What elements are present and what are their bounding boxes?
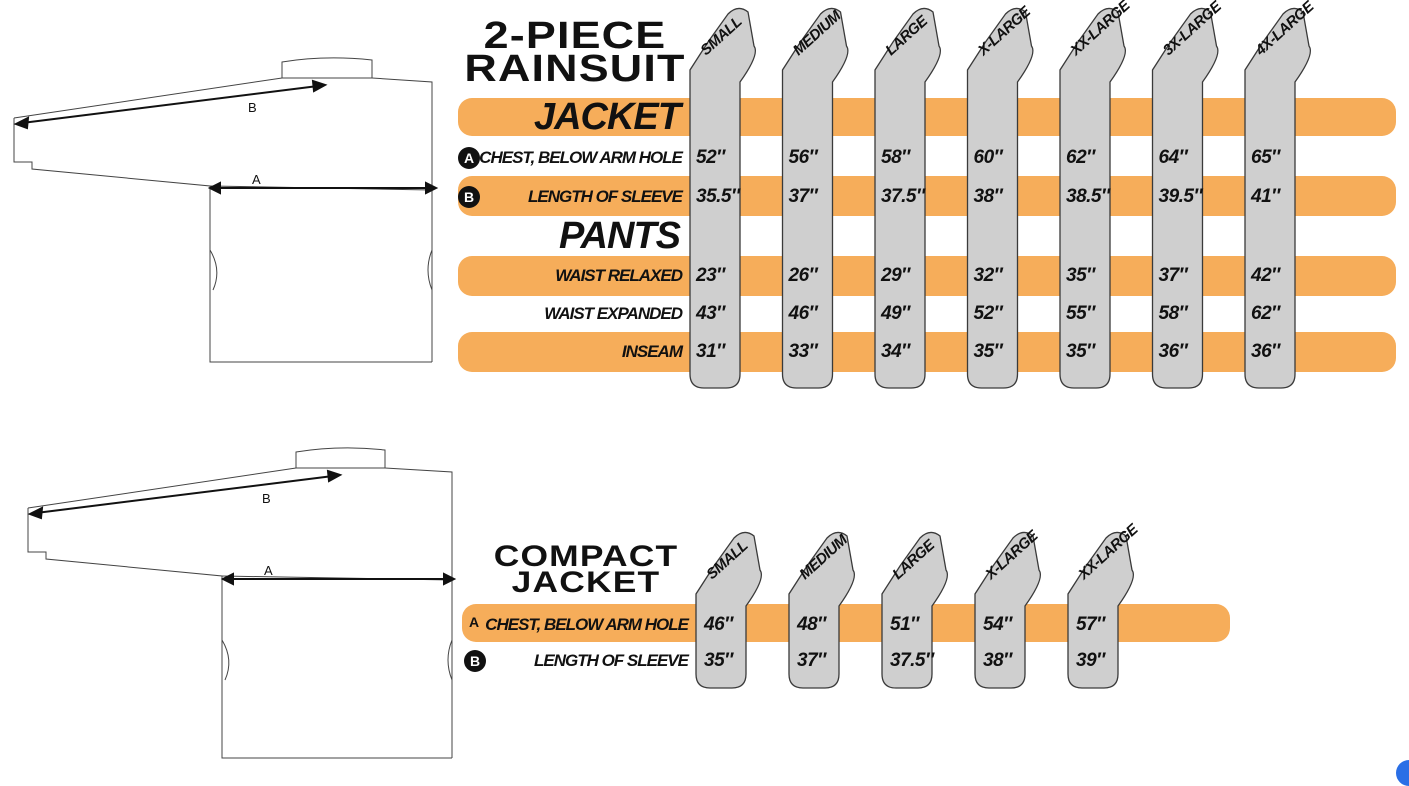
size-tab-medium [788, 531, 856, 689]
size-tab-small [695, 531, 763, 689]
value-cell: 55″ [1066, 303, 1095, 324]
size-tab-medium [781, 7, 849, 389]
value-cell: 48″ [797, 614, 826, 635]
compact-title-line1: COMPACT [493, 540, 679, 573]
size-tab-large [881, 531, 949, 689]
value-cell: 36″ [1158, 341, 1188, 362]
value-cell: 34″ [881, 341, 910, 362]
value-cell: 62″ [1066, 147, 1095, 168]
rainsuit-title: 2-PIECE RAINSUIT [451, 15, 699, 91]
size-tab-large [874, 7, 942, 389]
value-cell: 36″ [1251, 341, 1280, 362]
marker-a-rainsuit: A [458, 147, 480, 169]
diagram-b-letter: B [248, 100, 257, 115]
value-cell: 52″ [696, 147, 725, 168]
value-cell: 56″ [788, 147, 818, 168]
value-cell: 54″ [983, 614, 1012, 635]
value-cell: 60″ [973, 147, 1003, 168]
value-cell: 39.5″ [1158, 186, 1203, 207]
value-cell: 64″ [1158, 147, 1188, 168]
corner-accent [1396, 760, 1409, 786]
value-cell: 32″ [973, 265, 1003, 286]
value-cell: 37″ [797, 650, 826, 671]
row-label-sleeve: LENGTH OF SLEEVE [527, 187, 683, 206]
value-cell: 49″ [881, 303, 910, 324]
value-cell: 35″ [973, 341, 1003, 362]
value-cell: 35″ [704, 650, 733, 671]
size-tab-small [689, 7, 757, 389]
value-cell: 23″ [696, 265, 725, 286]
value-cell: 35″ [1066, 341, 1095, 362]
value-cell: 29″ [881, 265, 910, 286]
value-cell: 39″ [1076, 650, 1105, 671]
size-tab-xx-large [1059, 7, 1127, 389]
value-cell: 62″ [1251, 303, 1280, 324]
compact-row-label-sleeve: LENGTH OF SLEEVE [533, 651, 689, 670]
compact-row-label-chest: CHEST, BELOW ARM HOLE [485, 615, 689, 634]
value-cell: 58″ [1158, 303, 1188, 324]
value-cell: 26″ [788, 265, 818, 286]
row-label-inseam: INSEAM [621, 342, 683, 361]
value-cell: 35.5″ [696, 186, 740, 207]
compact-diagram-b-letter: B [262, 491, 271, 506]
row-label-waist-relaxed: WAIST RELAXED [555, 266, 683, 285]
value-cell: 51″ [890, 614, 919, 635]
value-cell: 38.5″ [1066, 186, 1110, 207]
jacket-section-label: JACKET [533, 96, 681, 138]
value-cell: 31″ [696, 341, 725, 362]
rainsuit-title-line2: RAINSUIT [464, 48, 686, 91]
band-waist-relaxed [458, 256, 1396, 296]
size-tab-x-large [974, 531, 1042, 689]
marker-b-rainsuit: B [458, 186, 480, 208]
value-cell: 43″ [696, 303, 725, 324]
value-cell: 46″ [704, 614, 733, 635]
value-cell: 35″ [1066, 265, 1095, 286]
marker-b-compact: B [464, 650, 486, 672]
band-inseam [458, 332, 1396, 372]
diagram-a-letter: A [252, 172, 261, 187]
size-tab-4x-large [1244, 7, 1312, 389]
value-cell: 65″ [1251, 147, 1280, 168]
value-cell: 38″ [983, 650, 1012, 671]
pants-section-label: PANTS [559, 215, 681, 257]
value-cell: 46″ [788, 303, 818, 324]
band-sleeve [458, 176, 1396, 216]
value-cell: 57″ [1076, 614, 1105, 635]
value-cell: 41″ [1251, 186, 1280, 207]
value-cell: 37″ [1158, 265, 1188, 286]
compact-title: COMPACT JACKET [461, 540, 711, 600]
value-cell: 52″ [973, 303, 1003, 324]
value-cell: 42″ [1251, 265, 1280, 286]
row-label-waist-expanded: WAIST EXPANDED [544, 304, 683, 323]
value-cell: 37.5″ [881, 186, 925, 207]
value-cell: 58″ [881, 147, 910, 168]
compact-diagram-a-letter: A [264, 563, 273, 578]
rainsuit-jacket-diagram: B A [13, 57, 439, 363]
size-tab-xx-large [1067, 531, 1135, 689]
value-cell: 37″ [788, 186, 818, 207]
value-cell: 33″ [788, 341, 818, 362]
size-tab-x-large [966, 7, 1034, 389]
compact-jacket-diagram: B A [27, 447, 457, 759]
band-jacket [458, 98, 1396, 136]
marker-a-compact: A [469, 614, 480, 630]
rainsuit-title-line1: 2-PIECE [483, 15, 667, 57]
value-cell: 38″ [973, 186, 1003, 207]
compact-title-line2: JACKET [511, 566, 661, 600]
row-label-chest: CHEST, BELOW ARM HOLE [479, 148, 683, 167]
value-cell: 37.5″ [890, 650, 934, 671]
size-tab-3x-large [1151, 7, 1219, 389]
